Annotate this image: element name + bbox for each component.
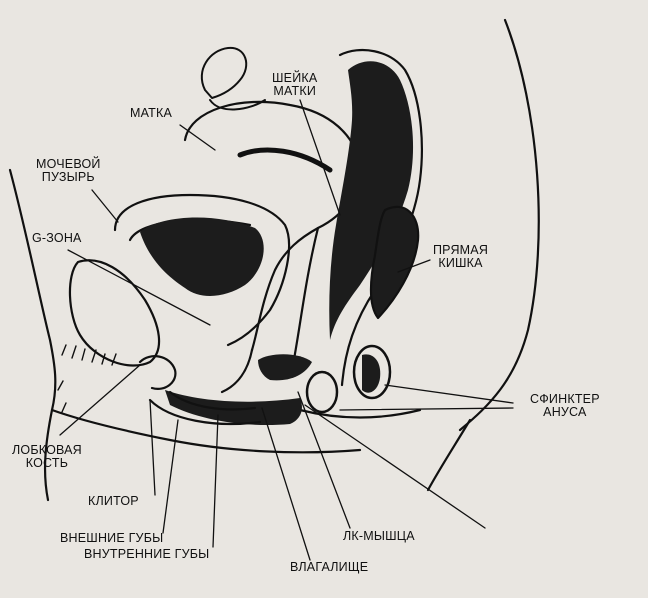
thigh-outline: [50, 408, 362, 454]
label-rectum-line2: КИШКА: [438, 256, 483, 270]
label-inner-lips: ВНУТРЕННИЕ ГУБЫ: [84, 547, 210, 561]
label-bladder: МОЧЕВОЙ ПУЗЫРЬ: [36, 158, 101, 184]
pubic-bone: [68, 259, 161, 367]
rectum-dark: [329, 61, 414, 341]
label-pc-muscle: ЛК-МЫШЦА: [343, 529, 415, 543]
ovary: [200, 46, 248, 99]
bladder-shape: [113, 193, 291, 347]
labia-outer: [148, 398, 262, 425]
label-outer-lips: ВНЕШНИЕ ГУБЫ: [60, 531, 164, 545]
label-sphincter-line2: АНУСА: [543, 405, 587, 419]
label-g-spot: G-ЗОНА: [32, 231, 82, 245]
label-pubic-bone: ЛОБКОВАЯ КОСТЬ: [12, 444, 82, 470]
label-vagina: ВЛАГАЛИЩЕ: [290, 560, 369, 574]
label-sphincter-line1: СФИНКТЕР: [530, 392, 600, 406]
perineum-line: [298, 408, 422, 419]
labia-inner: [168, 390, 257, 411]
label-sphincter: СФИНКТЕР АНУСА: [530, 393, 600, 419]
back-outline: [458, 18, 540, 432]
label-clitoris: КЛИТОР: [88, 494, 139, 508]
clitoris-shape: [138, 355, 177, 390]
leader-lines: [59, 99, 514, 561]
label-bladder-line2: ПУЗЫРЬ: [41, 170, 95, 184]
sphincter-outer: [305, 370, 339, 414]
label-cervix-line2: МАТКИ: [273, 84, 317, 98]
uterus-cavity: [237, 147, 333, 173]
label-pubic-bone-line1: ЛОБКОВАЯ: [12, 443, 82, 457]
pc-muscle-band: [165, 390, 302, 426]
vagina-wall-back: [290, 226, 320, 372]
perineal-dark: [258, 354, 312, 381]
label-cervix-line1: ШЕЙКА: [272, 71, 318, 85]
label-bladder-line1: МОЧЕВОЙ: [36, 157, 101, 171]
label-cervix: ШЕЙКА МАТКИ: [272, 72, 317, 98]
sphincter-core: [362, 354, 381, 393]
label-rectum: ПРЯМАЯ КИШКА: [433, 244, 488, 270]
sphincter-inner: [352, 344, 392, 400]
abdomen-outline: [8, 168, 57, 502]
rectum-outer: [338, 48, 423, 387]
buttock-line: [426, 418, 472, 492]
rectum-lower: [369, 205, 420, 320]
bladder-dark: [140, 217, 264, 296]
label-rectum-line1: ПРЯМАЯ: [433, 243, 489, 257]
label-pubic-bone-line2: КОСТЬ: [25, 456, 69, 470]
label-uterus: МАТКА: [130, 106, 173, 120]
vagina-wall-front: [220, 348, 254, 394]
pubic-hair: [57, 344, 117, 413]
